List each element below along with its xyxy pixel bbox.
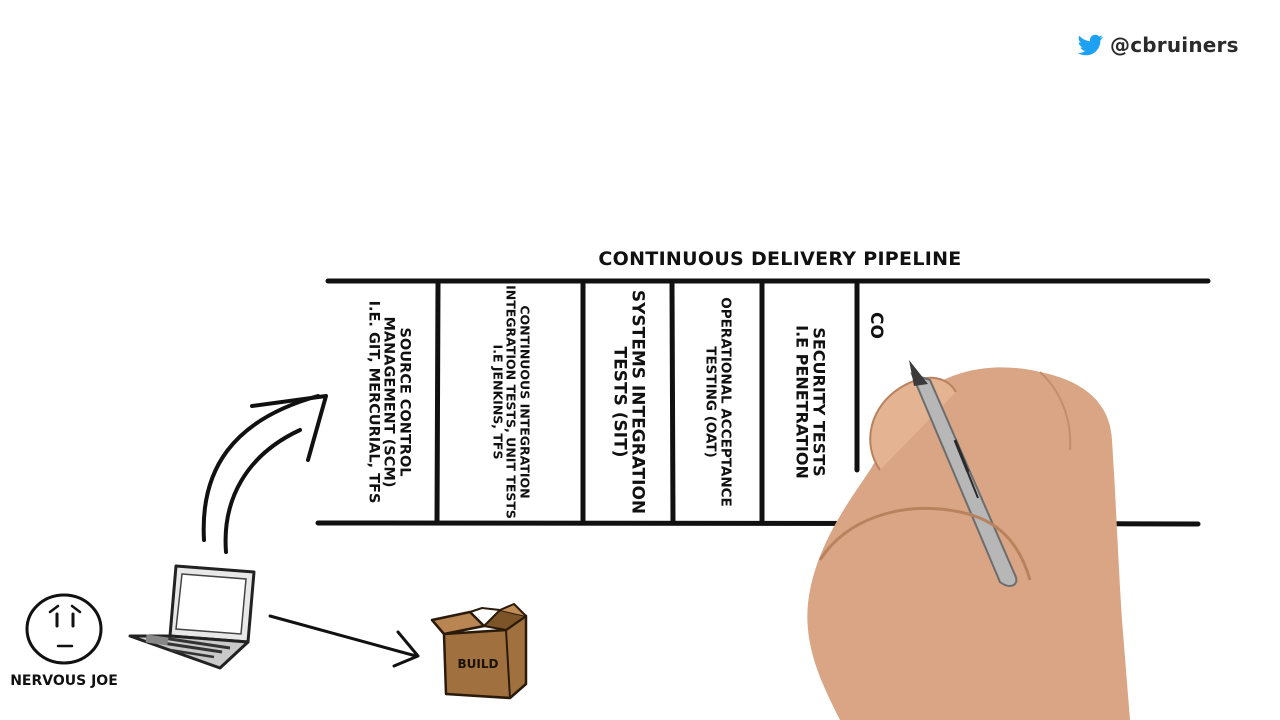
pipeline-divider: [434, 281, 441, 525]
pipeline-stage-scm: SOURCE CONTROL MANAGEMENT (SCM) I.E. GIT…: [340, 288, 436, 516]
arrow-head: [250, 394, 328, 462]
pipeline-top-line: [325, 277, 1211, 284]
stage-label-scm: SOURCE CONTROL MANAGEMENT (SCM) I.E. GIT…: [365, 300, 413, 504]
pipeline-stage-security: SECURITY TESTS I.E PENETRATION: [765, 288, 855, 516]
stage-label-ci: CONTINUOUS INTEGRATION INTEGRATION TESTS…: [490, 285, 533, 519]
hand-holding-marker: [807, 360, 1130, 720]
build-box-icon: [430, 603, 528, 700]
twitter-handle-text: @cbruiners: [1110, 33, 1239, 57]
pipeline-divider: [669, 281, 676, 525]
build-box-label: BUILD: [457, 657, 499, 671]
curved-arrow: [223, 428, 302, 554]
twitter-bird-icon: [1078, 34, 1103, 56]
stage-label-oat: OPERATIONAL ACCEPTANCE TESTING (OAT): [703, 297, 734, 507]
pipeline-stage-oat: OPERATIONAL ACCEPTANCE TESTING (OAT): [676, 288, 760, 516]
stage-label-sit: SYSTEMS INTEGRATION TESTS (SIT): [609, 289, 648, 515]
nervous-joe-label: NERVOUS JOE: [10, 673, 118, 689]
partial-stage-label: CO: [866, 312, 886, 339]
nervous-joe-face: [25, 593, 103, 665]
pipeline-title: CONTINUOUS DELIVERY PIPELINE: [598, 248, 962, 270]
stage-label-security: SECURITY TESTS I.E PENETRATION: [792, 325, 829, 479]
build-arrow: [268, 614, 418, 658]
laptop-icon: [128, 564, 256, 670]
build-arrow-head: [392, 630, 420, 668]
curved-arrow: [201, 394, 320, 542]
pipeline-stage-ci: CONTINUOUS INTEGRATION INTEGRATION TESTS…: [441, 285, 581, 519]
pipeline-stage-sit: SYSTEMS INTEGRATION TESTS (SIT): [586, 288, 670, 516]
twitter-handle: @cbruiners: [1078, 30, 1239, 60]
